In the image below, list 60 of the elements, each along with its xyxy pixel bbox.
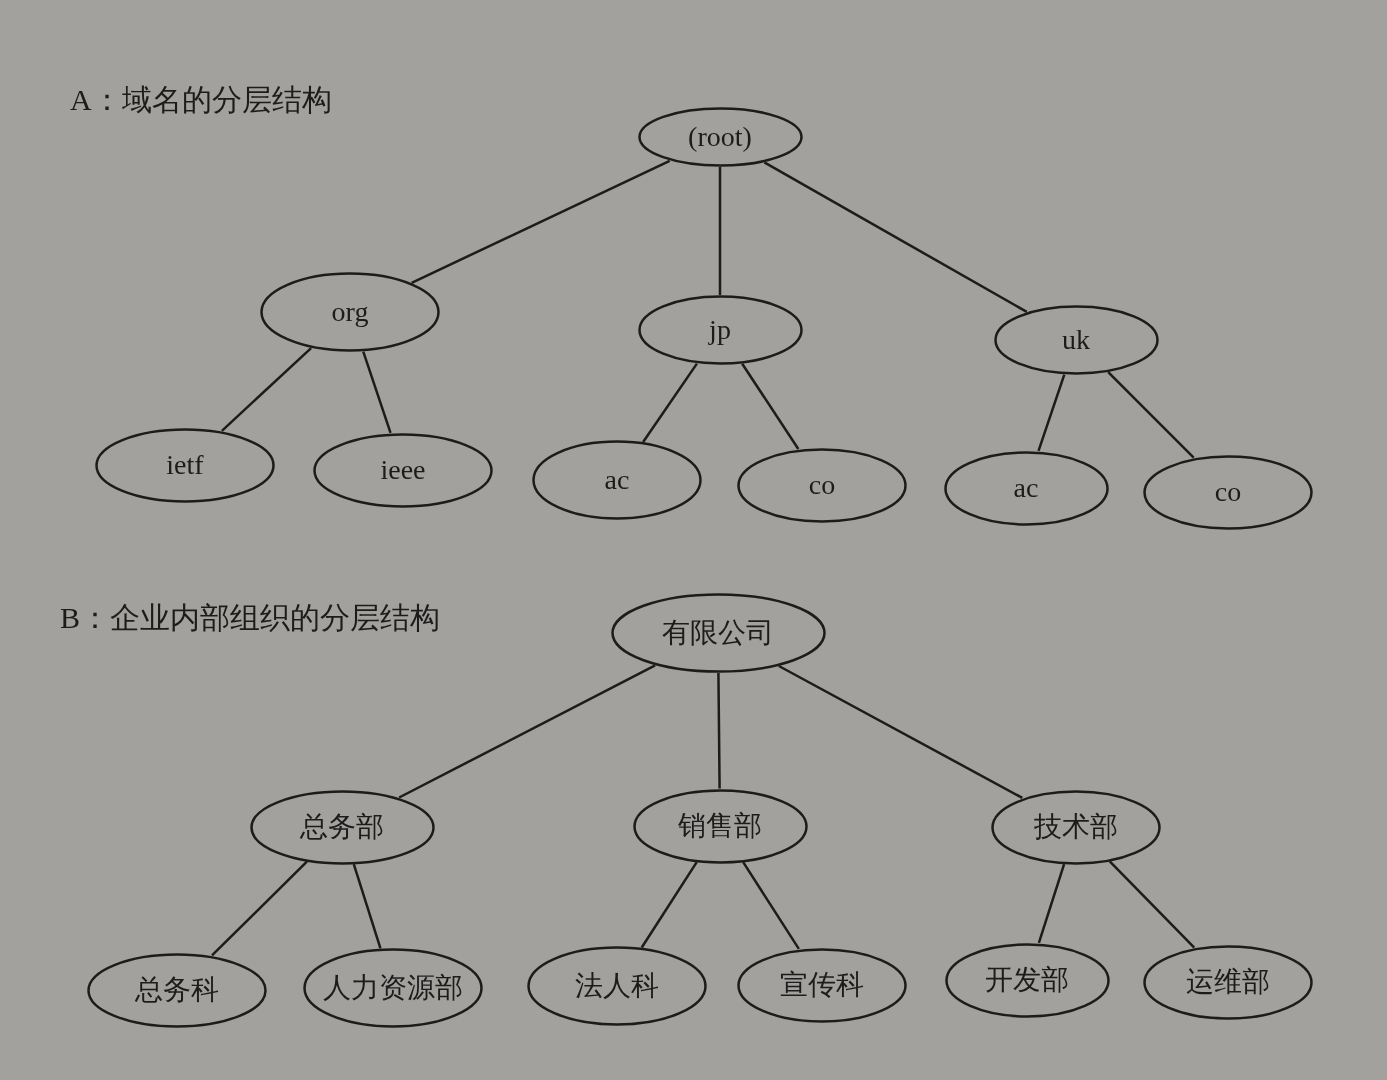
node-label: ac [1013,474,1039,502]
ellipse-node [95,427,275,503]
node-label: co [808,471,836,499]
node-label: 技术部 [1034,813,1118,841]
connector-line [1037,863,1066,944]
ellipse-node [993,305,1159,375]
node-label: ieee [380,456,426,484]
node-label: 总务部 [300,813,384,841]
section-heading: B：企业内部组织的分层结构 [60,603,440,633]
ellipse-node [944,942,1110,1018]
connector-line [411,159,671,284]
ellipse-node [943,450,1109,526]
ellipse-node [313,432,493,508]
ellipse-node [527,946,707,1026]
ellipse-node [737,447,907,523]
connector-line [763,161,1028,313]
ellipse-node [249,789,435,865]
node-label: jp [709,316,731,344]
node-label: org [331,298,369,326]
node-label: 法人科 [575,972,659,1000]
ellipse-node [1143,944,1313,1020]
node-label: ac [604,466,630,494]
connector-line [1108,860,1196,949]
node-label: (root) [688,123,752,151]
node-label: 人力资源部 [323,974,463,1002]
node-label: uk [1062,326,1090,354]
ellipse-node [637,295,803,365]
ellipse-node [991,789,1161,865]
connector-line [1107,371,1195,459]
connector-line [221,347,312,432]
node-label: 销售部 [678,812,762,840]
ellipse-node [532,440,702,520]
connector-line [778,664,1023,799]
ellipse-node [260,272,440,352]
ellipse-node [637,107,803,167]
node-label: ietf [166,451,204,479]
connector-line [742,861,800,950]
ellipse-node [610,593,826,673]
connector-line [741,363,800,450]
connector-line [352,863,382,949]
node-label: 开发部 [985,966,1069,994]
connector-line [640,861,698,949]
node-label: 宣传科 [780,971,864,999]
node-label: co [1214,478,1242,506]
ellipse-node [737,947,907,1023]
connector-line [211,860,308,957]
ellipse-node [87,952,267,1028]
ellipse-node [1143,454,1313,530]
node-label: 有限公司 [662,619,774,647]
connector-line [642,362,698,443]
section-heading: A：域名的分层结构 [70,85,332,115]
connector-line [398,664,656,799]
connector-line [362,351,392,434]
ellipse-node [632,788,808,864]
node-label: 总务科 [135,976,219,1004]
node-label: 运维部 [1186,968,1270,996]
ellipse-node [303,948,483,1028]
connector-line [717,673,721,789]
connector-line [1037,374,1066,452]
connector-line [718,167,722,295]
